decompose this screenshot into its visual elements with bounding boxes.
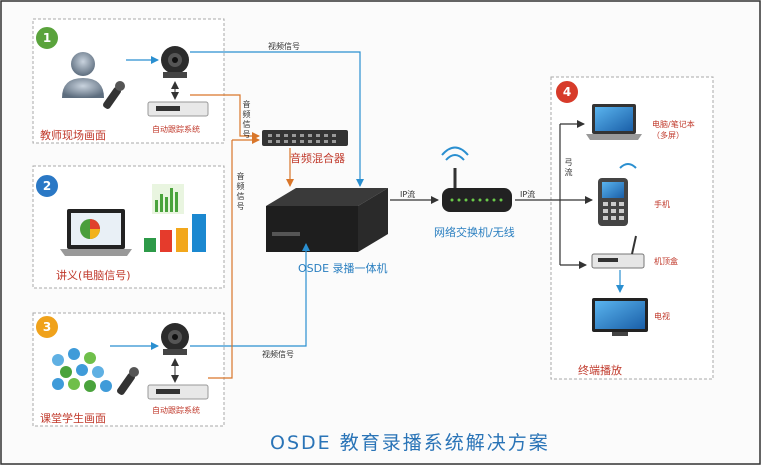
laptop-sub-label: （多屏） bbox=[652, 131, 684, 140]
audio-signal-top-label: 音频信号 bbox=[242, 100, 251, 139]
teacher-icon bbox=[62, 52, 104, 98]
section-4-label: 终端播放 bbox=[578, 364, 622, 377]
badge-3: 3 bbox=[42, 320, 52, 334]
laptop-terminal-icon bbox=[586, 104, 642, 140]
tracker-label-3: 自动跟踪系统 bbox=[152, 406, 200, 415]
audio-line-bottom bbox=[208, 140, 233, 379]
tv-label: 电视 bbox=[654, 312, 670, 321]
audio-line-top bbox=[190, 94, 260, 140]
stb-terminal-icon bbox=[591, 235, 645, 269]
badge-1: 1 bbox=[42, 31, 52, 45]
recorder-label: OSDE 录播一体机 bbox=[298, 262, 388, 275]
mixer-label: 音频混合器 bbox=[290, 152, 345, 165]
diagram-title: OSDE 教育录播系统解决方案 bbox=[270, 432, 550, 454]
badge-4-graphic bbox=[554, 79, 580, 105]
tracker-icon-3 bbox=[147, 384, 209, 400]
laptop-chart-icon bbox=[60, 209, 132, 256]
video-line-bottom bbox=[190, 243, 310, 347]
phone-terminal-icon bbox=[598, 163, 637, 226]
section-1-box bbox=[32, 18, 225, 144]
ip-stream-in-label: IP流 bbox=[400, 190, 416, 199]
camera-icon-3 bbox=[161, 323, 189, 355]
audio-mixer-graphic bbox=[262, 130, 348, 146]
video-signal-top-label: 视频信号 bbox=[268, 42, 300, 51]
ip-stream-out-label: IP流 bbox=[520, 190, 536, 199]
stb-label: 机顶盒 bbox=[654, 257, 678, 266]
router-graphic bbox=[441, 146, 512, 212]
audio-signal-mid-label: 音频信号 bbox=[236, 172, 245, 211]
section-2-label: 讲义(电脑信号) bbox=[56, 269, 131, 282]
camera-icon-1 bbox=[161, 46, 189, 78]
badge-2-graphic bbox=[34, 173, 60, 199]
badge-1-graphic bbox=[34, 25, 60, 51]
section-3-label: 课堂学生画面 bbox=[40, 412, 106, 425]
laptop-label: 电脑/笔记本 bbox=[652, 120, 695, 129]
microphone-icon-3 bbox=[117, 367, 139, 395]
badge-2: 2 bbox=[42, 179, 52, 193]
tracker-icon-1 bbox=[147, 101, 209, 117]
recorder-graphic bbox=[266, 188, 388, 252]
badge-3-graphic bbox=[34, 314, 60, 340]
badge-4: 4 bbox=[562, 85, 572, 99]
switch-label: 网络交换机/无线 bbox=[434, 226, 515, 239]
phone-label: 手机 bbox=[654, 200, 670, 209]
stream-vertical-label: 弓流 bbox=[564, 158, 573, 177]
tracker-label-1: 自动跟踪系统 bbox=[152, 125, 200, 134]
video-signal-bottom-label: 视频信号 bbox=[262, 350, 294, 359]
video-line-top bbox=[190, 51, 364, 187]
tv-terminal-icon bbox=[592, 298, 648, 336]
students-icon bbox=[52, 348, 112, 392]
bar-chart-icon bbox=[144, 184, 206, 252]
microphone-icon-1 bbox=[103, 81, 125, 109]
section-1-label: 教师现场画面 bbox=[40, 129, 106, 142]
